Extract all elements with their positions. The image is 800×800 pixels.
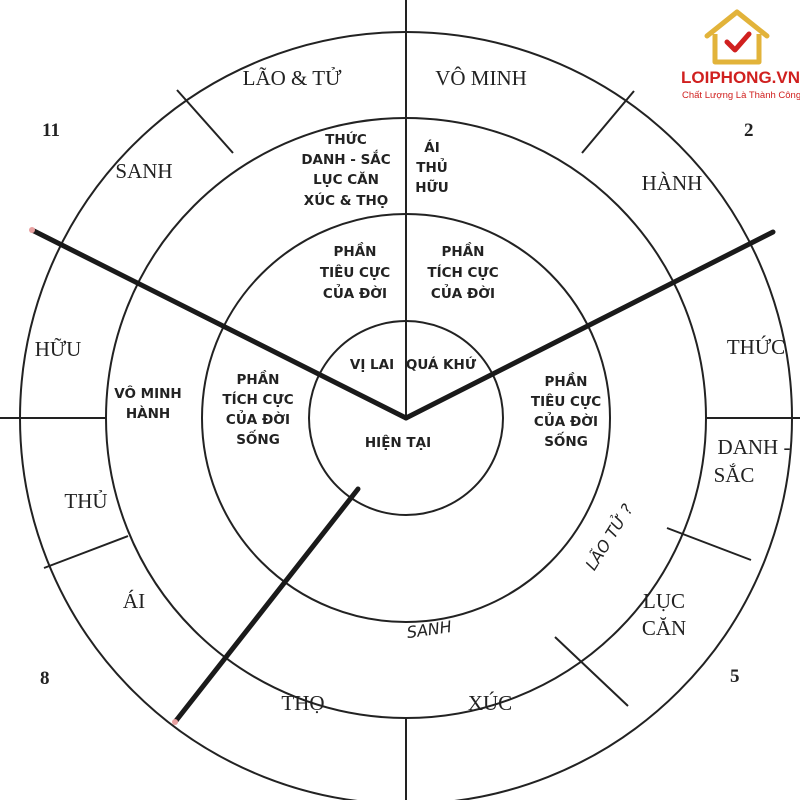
tieu-cuc-right-3: CỦA ĐỜI	[534, 411, 598, 430]
tieu-cuc-right-4: SỐNG	[544, 430, 588, 450]
center-vi-lai: VỊ LAI	[350, 357, 394, 373]
label-thuc: THỨC	[727, 335, 785, 359]
thick-spokes	[29, 227, 776, 725]
label-sanh: SANH	[115, 159, 172, 183]
label-danh-sac-1: DANH -	[718, 435, 791, 459]
house-check-icon	[704, 9, 770, 65]
loiphong-logo: LOIPHONG.VN Chất Lượng Là Thành Công	[675, 6, 800, 104]
mid-right-top-2: THỦ	[416, 157, 447, 176]
logo-tagline: Chất Lượng Là Thành Công	[682, 90, 800, 101]
number-5: 5	[730, 666, 740, 687]
tich-cuc-left-3: CỦA ĐỜI	[226, 409, 290, 428]
number-8: 8	[40, 668, 50, 689]
mid-right-top-3: HỮU	[415, 178, 449, 196]
label-danh-sac-2: SẮC	[714, 463, 755, 487]
label-vo-minh: VÔ MINH	[435, 66, 527, 90]
mid-right-top-1: ÁI	[424, 139, 439, 156]
tich-cuc-left-2: TÍCH CỰC	[222, 391, 293, 408]
tieu-cuc-left-1: PHẦN	[334, 241, 377, 260]
mid-left-top-3: LỤC CĂN	[313, 170, 379, 188]
mid-left-top-1: THỨC	[325, 130, 367, 148]
mid-bottom-sanh: SANH	[406, 617, 453, 642]
tieu-cuc-right-2: TIÊU CỰC	[531, 393, 601, 410]
label-ai: ÁI	[123, 589, 145, 613]
label-luc-can-1: LỤC	[643, 589, 685, 613]
label-hanh: HÀNH	[642, 171, 703, 195]
outer-ring-dividers	[43, 89, 752, 707]
number-2: 2	[744, 120, 754, 141]
center-qua-khu: QUÁ KHỨ	[406, 355, 477, 373]
mid-left-top-2: DANH - SẮC	[301, 149, 390, 168]
label-lao-tu: LÃO & TỬ	[243, 66, 342, 90]
number-11: 11	[42, 120, 60, 141]
center-hien-tai: HIỆN TẠI	[365, 433, 431, 451]
label-huu: HỮU	[35, 337, 82, 361]
tich-cuc-right-2: TÍCH CỰC	[427, 264, 498, 281]
label-luc-can-2: CĂN	[642, 616, 686, 640]
mid-left-1: VÔ MINH	[114, 384, 181, 402]
label-xuc: XÚC	[468, 691, 512, 715]
mid-left-2: HÀNH	[126, 405, 170, 422]
outer-ring-labels: LÃO & TỬ VÔ MINH HÀNH THỨC DANH - SẮC LỤ…	[35, 66, 791, 715]
logo-brand-text: LOIPHONG.VN	[681, 68, 800, 87]
tich-cuc-left-4: SỐNG	[236, 428, 280, 448]
tieu-cuc-right-1: PHẦN	[545, 371, 588, 390]
handwritten-note: LÃO TỬ ?	[581, 500, 638, 574]
spoke-tip-mark	[29, 227, 35, 233]
tich-cuc-left-1: PHẦN	[237, 369, 280, 388]
center-labels: VỊ LAI QUÁ KHỨ HIỆN TẠI	[350, 355, 477, 451]
tich-cuc-right-1: PHẦN	[442, 241, 485, 260]
label-tho: THỌ	[281, 691, 324, 715]
label-thu: THỦ	[64, 489, 107, 513]
mid-left-top-4: XÚC & THỌ	[304, 191, 388, 209]
tieu-cuc-left-3: CỦA ĐỜI	[323, 283, 387, 302]
tieu-cuc-left-2: TIÊU CỰC	[320, 264, 390, 281]
inner-ring-labels: PHẦN TIÊU CỰC CỦA ĐỜI PHẦN TÍCH CỰC CỦA …	[222, 241, 601, 450]
tich-cuc-right-3: CỦA ĐỜI	[431, 283, 495, 302]
spoke-tip-mark	[172, 719, 178, 725]
